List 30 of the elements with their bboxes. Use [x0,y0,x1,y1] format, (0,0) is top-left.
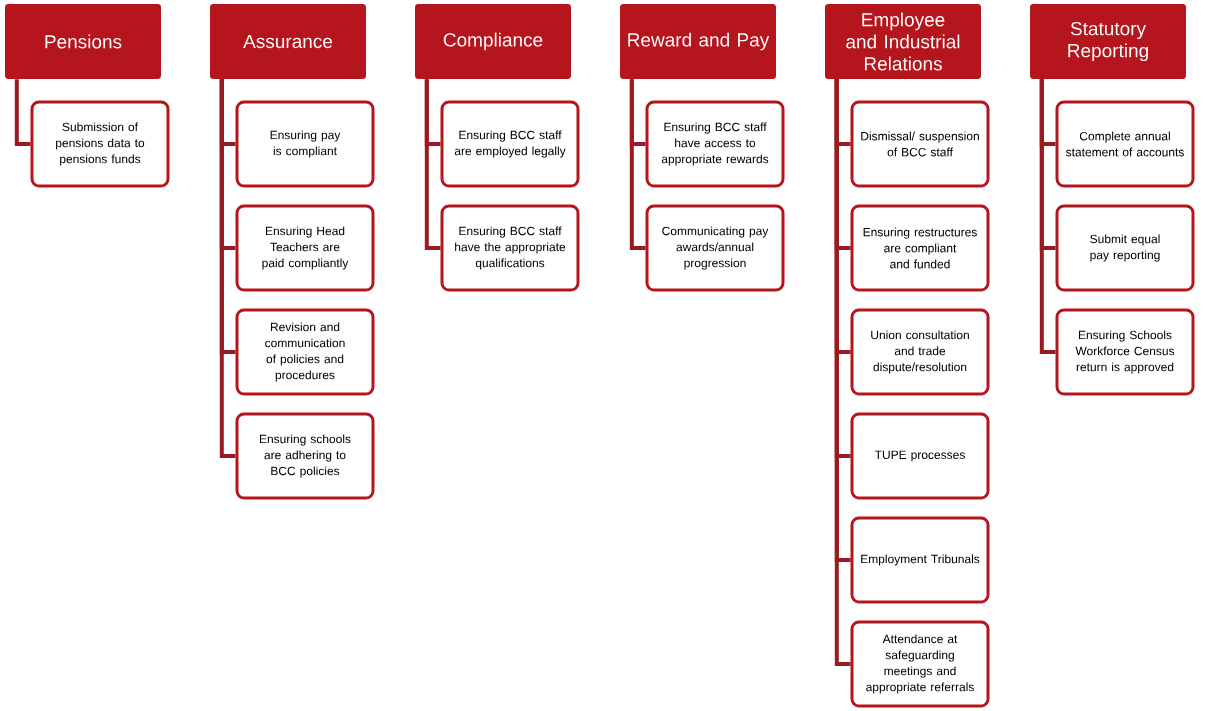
connector-line [629,79,646,250]
connector-line [424,79,441,250]
task-box: Communicating pay awards/annual progression [645,204,785,292]
category-box: Compliance [415,4,571,79]
task-box: Employment Tribunals [850,516,990,604]
task-box: Ensuring BCC staff are employed legally [440,100,580,188]
task-box: Ensuring restructures are compliant and funded [850,204,990,292]
category-box: Reward and Pay [620,4,776,79]
task-box: Union consultation and trade dispute/resolution [850,308,990,396]
task-box: Revision and communication of policies and procedures [235,308,375,396]
category-box: Employee and Industrial Relations [825,4,981,79]
connector-line [1039,79,1056,354]
task-box: Ensuring BCC staff have the appropriate qualifications [440,204,580,292]
task-box: Ensuring Head Teachers are paid compliantly [235,204,375,292]
connector-line [14,79,31,146]
task-box: Submit equal pay reporting [1055,204,1195,292]
task-box: Ensuring pay is compliant [235,100,375,188]
connector-line [834,79,851,666]
task-box: TUPE processes [850,412,990,500]
category-box: Pensions [5,4,161,79]
task-box: Complete annual statement of accounts [1055,100,1195,188]
task-box: Dismissal/ suspension of BCC staff [850,100,990,188]
connector-line [219,79,236,458]
task-box: Ensuring schools are adhering to BCC policies [235,412,375,500]
task-box: Ensuring BCC staff have access to appropriate rewards [645,100,785,188]
task-box: Attendance at safeguarding meetings and appropriate referrals [850,620,990,708]
task-box: Ensuring Schools Workforce Census return is approved [1055,308,1195,396]
task-box: Submission of pensions data to pensions funds [30,100,170,188]
category-box: Assurance [210,4,366,79]
category-box: Statutory Reporting [1030,4,1186,79]
